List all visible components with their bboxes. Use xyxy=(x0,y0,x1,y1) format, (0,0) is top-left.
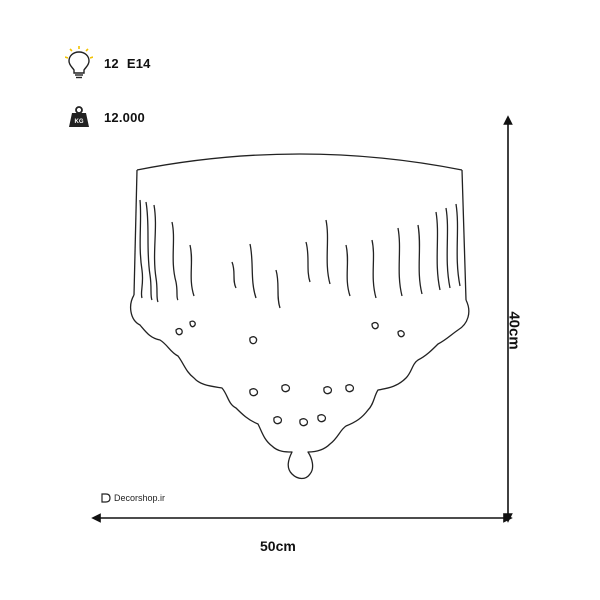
crystal-strand xyxy=(171,221,179,301)
weight-value: 12.000 xyxy=(104,109,145,125)
crystal-drop xyxy=(281,384,291,393)
crystal-cascade-silhouette xyxy=(129,294,470,480)
crystal-strand xyxy=(153,204,159,303)
crystal-strand xyxy=(145,201,153,301)
crystal-drop xyxy=(249,336,258,345)
width-dimension-label: 50cm xyxy=(260,538,296,554)
crystal-drop xyxy=(189,320,196,328)
light-bulb-icon xyxy=(64,46,94,80)
crystal-drop xyxy=(323,386,333,395)
drum-right-side xyxy=(461,169,467,301)
crystal-strand xyxy=(231,261,237,289)
brand-logo-icon xyxy=(101,493,111,503)
crystal-strand xyxy=(371,239,377,299)
crystal-strand xyxy=(435,211,441,291)
crystal-strand xyxy=(417,224,423,295)
crystal-drop xyxy=(345,384,355,393)
crystal-drop xyxy=(249,388,259,397)
weight-badge: KG xyxy=(75,119,84,125)
crystal-strand xyxy=(189,244,195,297)
crystal-strand xyxy=(139,199,144,299)
height-dimension-label: 40cm xyxy=(505,311,523,350)
brand-name: Decorshop.ir xyxy=(114,493,166,503)
drum-top-rim xyxy=(136,153,463,171)
weight-spec-row: KG 12.000 xyxy=(64,100,145,134)
crystal-drop xyxy=(371,321,379,330)
bulb-spec-text: 12 E14 xyxy=(104,56,151,71)
bulb-spec-row: 12 E14 xyxy=(64,46,151,80)
crystal-drop xyxy=(273,416,283,425)
brand-watermark: Decorshop.ir xyxy=(100,492,165,504)
crystal-strand xyxy=(345,244,351,297)
weight-kg-icon: KG xyxy=(64,100,94,134)
crystal-strand xyxy=(397,227,403,297)
crystal-drop xyxy=(299,418,309,427)
chandelier-outline xyxy=(129,153,470,480)
crystal-strand xyxy=(249,243,257,299)
crystal-strand xyxy=(455,203,461,287)
crystal-strand xyxy=(305,241,311,283)
crystal-strand xyxy=(325,219,331,285)
crystal-drop xyxy=(175,327,183,336)
bulb-socket: E14 xyxy=(126,55,151,71)
crystal-strand xyxy=(445,207,451,289)
drum-left-side xyxy=(133,169,138,296)
crystal-drop xyxy=(397,330,405,338)
bulb-count: 12 xyxy=(104,55,119,71)
crystal-drop xyxy=(317,414,327,423)
crystal-strand xyxy=(275,269,281,309)
